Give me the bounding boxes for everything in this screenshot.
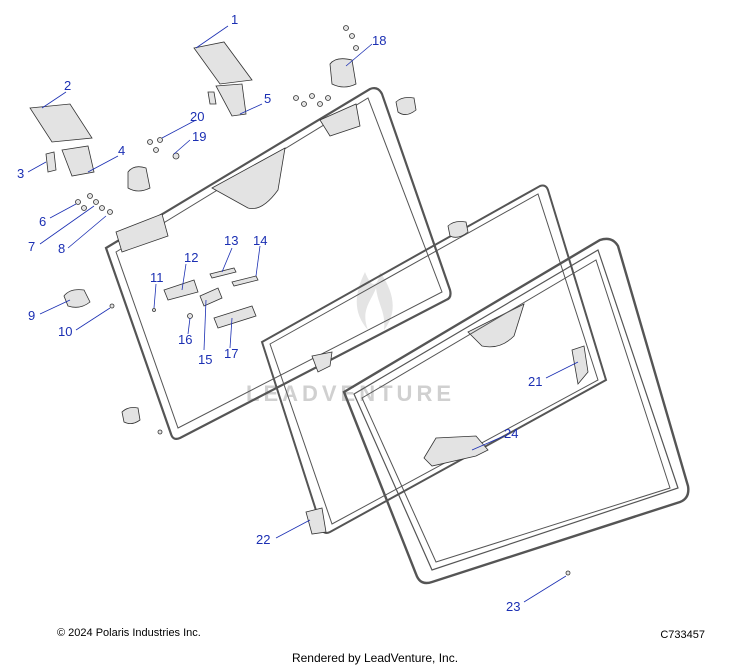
seal-frame <box>342 237 690 585</box>
callout-3: 3 <box>17 166 24 181</box>
leader-lines <box>27 25 579 603</box>
callout-24: 24 <box>504 426 518 441</box>
callout-9: 9 <box>28 308 35 323</box>
callout-22: 22 <box>256 532 270 547</box>
callout-5: 5 <box>264 91 271 106</box>
callout-10: 10 <box>58 324 72 339</box>
callout-12: 12 <box>184 250 198 265</box>
callout-19: 19 <box>192 129 206 144</box>
glass-panel <box>260 184 608 534</box>
callout-7: 7 <box>28 239 35 254</box>
callout-6: 6 <box>39 214 46 229</box>
callout-8: 8 <box>58 241 65 256</box>
callout-13: 13 <box>224 233 238 248</box>
callout-11: 11 <box>150 270 164 285</box>
callout-14: 14 <box>253 233 267 248</box>
callout-21: 21 <box>528 374 542 389</box>
callout-2: 2 <box>64 78 71 93</box>
callout-15: 15 <box>198 352 212 367</box>
callout-20: 20 <box>190 109 204 124</box>
copyright-text: © 2024 Polaris Industries Inc. <box>57 627 201 639</box>
callouts: 1 2 3 4 5 6 7 8 9 10 11 12 13 14 15 16 1… <box>17 12 542 614</box>
drawing-number: C733457 <box>660 629 705 641</box>
callout-16: 16 <box>178 332 192 347</box>
rendered-by-text: Rendered by LeadVenture, Inc. <box>291 651 459 665</box>
windshield-frame <box>104 87 452 440</box>
callout-18: 18 <box>372 33 386 48</box>
watermark-text: LEADVENTURE <box>246 381 455 406</box>
callout-17: 17 <box>224 346 238 361</box>
callout-4: 4 <box>118 143 125 158</box>
callout-23: 23 <box>506 599 520 614</box>
small-parts <box>29 25 571 576</box>
callout-1: 1 <box>231 12 238 27</box>
